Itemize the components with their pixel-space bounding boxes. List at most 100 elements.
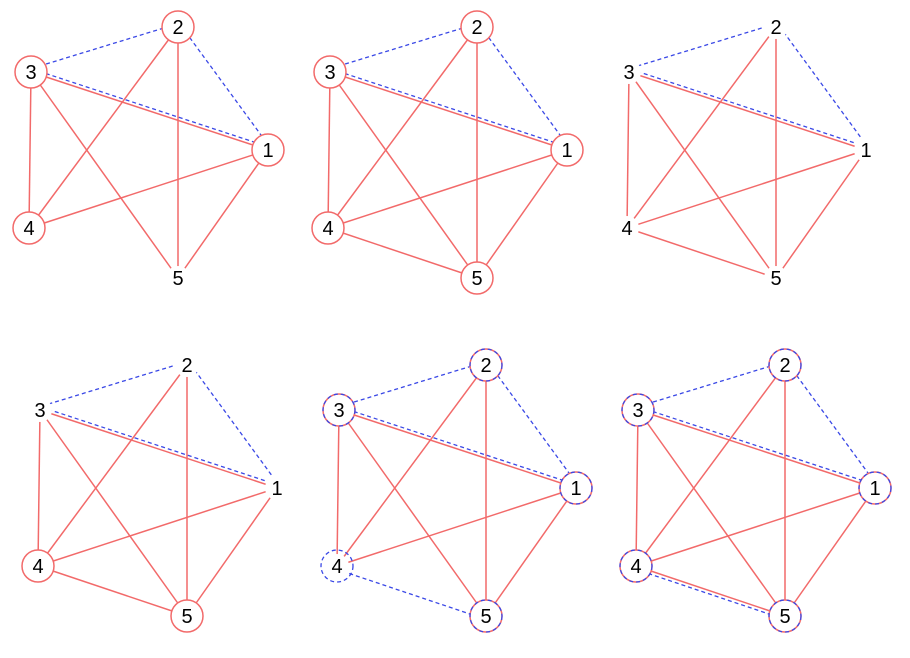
node-label: 2 bbox=[172, 17, 183, 39]
edge-1-4 bbox=[626, 149, 867, 229]
node-label: 3 bbox=[25, 62, 36, 84]
node-label: 2 bbox=[181, 355, 192, 377]
node-label: 1 bbox=[271, 478, 282, 500]
node-background bbox=[28, 398, 52, 422]
dashed-edge-1-2 bbox=[778, 24, 870, 149]
dashed-edge-1-2 bbox=[787, 362, 879, 487]
edge-1-5 bbox=[476, 149, 568, 279]
node-5: 5 bbox=[170, 599, 204, 633]
dashed-edge-4-5 bbox=[335, 568, 486, 620]
node-label: 5 bbox=[181, 606, 192, 628]
dashed-edge-1-2 bbox=[488, 362, 580, 487]
dashed-edge-4-5 bbox=[634, 568, 785, 620]
edge-1-4 bbox=[28, 149, 269, 229]
edge-3-5 bbox=[338, 409, 487, 617]
node-ring-blue bbox=[469, 599, 503, 633]
node-label: 4 bbox=[23, 218, 34, 240]
node-ring-red bbox=[14, 55, 48, 89]
node-label: 3 bbox=[623, 62, 634, 84]
edge-1-3 bbox=[39, 409, 278, 489]
node-2: 2 bbox=[764, 15, 788, 39]
dashed-edge-2-3 bbox=[328, 23, 477, 70]
node-label: 3 bbox=[324, 62, 335, 84]
edge-3-4 bbox=[635, 409, 639, 567]
node-label: 5 bbox=[770, 268, 781, 290]
node-3: 3 bbox=[14, 55, 48, 89]
edge-4-5 bbox=[37, 565, 188, 617]
graph-svg: 1 2 3 4 5 bbox=[619, 348, 892, 633]
edge-2-4 bbox=[327, 26, 478, 229]
node-ring-blue bbox=[469, 348, 503, 382]
dashed-edge-1-3 bbox=[638, 406, 877, 486]
edge-1-5 bbox=[775, 149, 867, 279]
edge-3-4 bbox=[28, 71, 32, 229]
node-ring-red bbox=[251, 133, 285, 167]
node-label: 5 bbox=[471, 268, 482, 290]
edge-3-5 bbox=[628, 71, 777, 279]
edge-3-5 bbox=[329, 71, 478, 279]
node-2: 2 bbox=[469, 348, 503, 382]
node-label: 5 bbox=[480, 606, 491, 628]
node-background bbox=[764, 15, 788, 39]
node-ring-blue bbox=[768, 348, 802, 382]
edge-3-4 bbox=[37, 409, 41, 567]
node-background bbox=[617, 60, 641, 84]
node-4: 4 bbox=[619, 549, 653, 583]
node-1: 1 bbox=[265, 476, 289, 500]
edge-2-4 bbox=[635, 364, 786, 567]
dashed-edge-1-3 bbox=[629, 68, 868, 148]
dashed-edge-2-3 bbox=[38, 361, 187, 408]
node-ring-blue bbox=[320, 549, 354, 583]
node-label: 2 bbox=[770, 17, 781, 39]
node-label: 3 bbox=[632, 400, 643, 422]
node-4: 4 bbox=[12, 211, 46, 245]
node-label: 1 bbox=[860, 140, 871, 162]
edge-1-4 bbox=[37, 487, 278, 567]
edge-4-5 bbox=[626, 227, 777, 279]
node-1: 1 bbox=[550, 133, 584, 167]
edge-1-4 bbox=[336, 487, 577, 567]
dashed-edge-1-2 bbox=[479, 24, 571, 149]
node-background bbox=[854, 138, 878, 162]
node-ring-blue bbox=[768, 599, 802, 633]
edge-3-4 bbox=[336, 409, 340, 567]
edge-2-4 bbox=[626, 26, 777, 229]
edge-1-5 bbox=[485, 487, 577, 617]
edge-1-3 bbox=[637, 409, 876, 489]
node-5: 5 bbox=[469, 599, 503, 633]
edge-2-4 bbox=[28, 26, 179, 229]
edge-1-3 bbox=[628, 71, 867, 151]
node-5: 5 bbox=[460, 261, 494, 295]
node-label: 4 bbox=[32, 556, 43, 578]
node-ring-blue bbox=[559, 471, 593, 505]
node-3: 3 bbox=[617, 60, 641, 84]
node-4: 4 bbox=[21, 549, 55, 583]
node-3: 3 bbox=[313, 55, 347, 89]
edge-3-4 bbox=[327, 71, 331, 229]
node-1: 1 bbox=[559, 471, 593, 505]
node-5: 5 bbox=[768, 599, 802, 633]
node-label: 1 bbox=[869, 478, 880, 500]
node-ring-red bbox=[12, 211, 46, 245]
node-label: 2 bbox=[471, 17, 482, 39]
edge-4-5 bbox=[635, 565, 786, 617]
edge-2-4 bbox=[336, 364, 487, 567]
node-background bbox=[764, 266, 788, 290]
node-ring-blue bbox=[858, 471, 892, 505]
dashed-edge-2-3 bbox=[627, 23, 776, 70]
node-background bbox=[325, 554, 349, 578]
node-2: 2 bbox=[768, 348, 802, 382]
dashed-edge-1-3 bbox=[31, 68, 270, 148]
node-label: 1 bbox=[262, 140, 273, 162]
edge-1-5 bbox=[186, 487, 278, 617]
node-5: 5 bbox=[764, 266, 788, 290]
dashed-edge-2-3 bbox=[636, 361, 785, 408]
node-1: 1 bbox=[854, 138, 878, 162]
